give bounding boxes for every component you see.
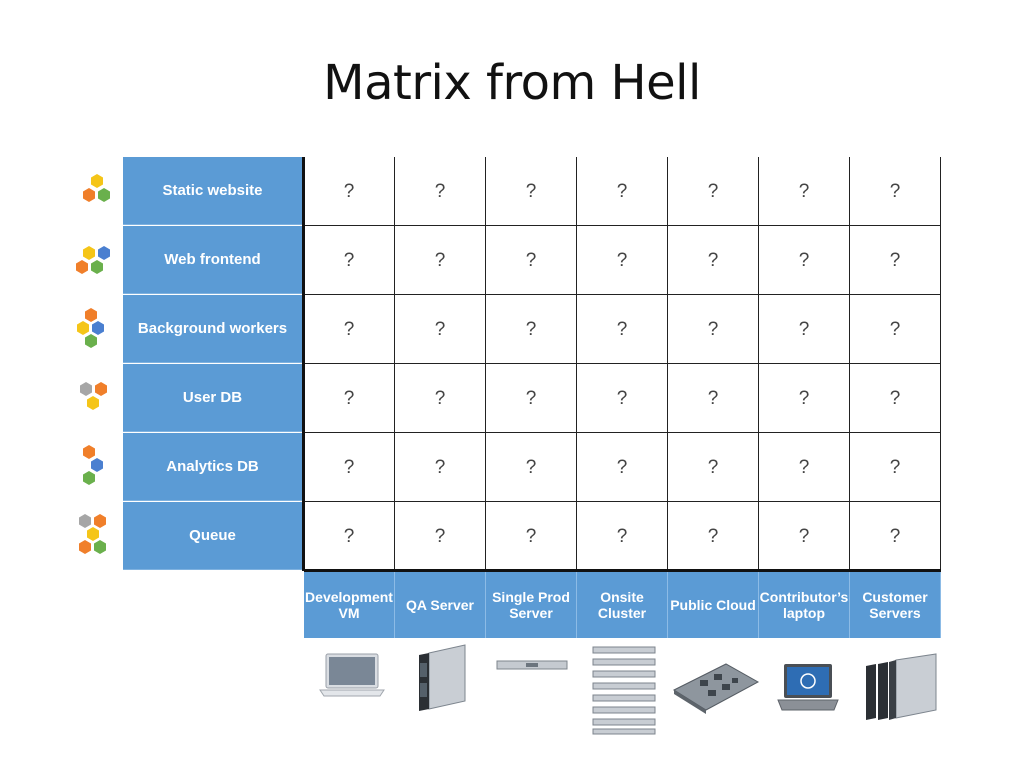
hexagon-cluster-icon [77, 308, 104, 348]
grid-vertical-axis-line [302, 157, 305, 571]
matrix-cell: ? [577, 364, 668, 433]
rack-server-icon [496, 660, 568, 670]
hexagon-cluster-icon [79, 514, 106, 554]
column-label: Public Cloud [668, 571, 759, 638]
matrix-cell: ? [577, 157, 668, 226]
matrix-cell: ? [304, 502, 395, 571]
row-label: Analytics DB [123, 433, 302, 501]
grid-horizontal-axis-line [304, 569, 941, 572]
matrix-cell: ? [486, 364, 577, 433]
matrix-cell: ? [577, 226, 668, 295]
matrix-cell: ? [395, 502, 486, 571]
server-cluster-icon [592, 646, 656, 735]
matrix-cell: ? [304, 295, 395, 364]
matrix-cell: ? [577, 295, 668, 364]
column-label-line: Single Prod [492, 588, 570, 605]
matrix-cell: ? [668, 295, 759, 364]
matrix-cell: ? [486, 226, 577, 295]
column-label-line: Contributor’s [759, 588, 849, 605]
matrix-cell: ? [395, 226, 486, 295]
hexagon-cluster-icon [76, 246, 110, 274]
column-label-line: Onsite [600, 588, 644, 605]
matrix-cell: ? [850, 364, 941, 433]
matrix-cell: ? [486, 502, 577, 571]
blade-server-icon [419, 644, 466, 711]
matrix-cell: ? [304, 364, 395, 433]
matrix-cell: ? [577, 502, 668, 571]
matrix-cell: ? [668, 157, 759, 226]
matrix-cell: ? [850, 157, 941, 226]
matrix-cell: ? [850, 295, 941, 364]
matrix-cell: ? [395, 295, 486, 364]
column-label-line: Public Cloud [670, 596, 756, 613]
column-label: QA Server [395, 571, 486, 638]
motherboard-icon [672, 663, 760, 714]
column-label-line: VM [338, 604, 360, 621]
matrix-cell: ? [759, 364, 850, 433]
hexagon-cluster-icon [83, 174, 110, 202]
row-label: Queue [123, 502, 302, 570]
matrix-cell: ? [759, 433, 850, 502]
hexagon-cluster-icon [80, 382, 107, 410]
column-label-line: laptop [783, 604, 825, 621]
column-label-line: Cluster [597, 604, 647, 621]
column-label-text: QA Server [406, 597, 474, 613]
matrix-cell: ? [577, 433, 668, 502]
matrix-cell: ? [759, 295, 850, 364]
blade-servers-icon [866, 653, 937, 720]
matrix-cell: ? [486, 433, 577, 502]
matrix-cell: ? [304, 226, 395, 295]
row-label: Static website [123, 157, 302, 225]
matrix-cell: ? [668, 364, 759, 433]
page-title: Matrix from Hell [323, 55, 701, 111]
column-label-line: Customer [862, 588, 928, 605]
row-label: Background workers [123, 295, 302, 363]
matrix-cell: ? [304, 433, 395, 502]
column-label-line: QA Server [406, 596, 474, 613]
column-label-line: Servers [869, 604, 921, 621]
matrix-cell: ? [395, 433, 486, 502]
dell-laptop-icon [777, 664, 839, 711]
hexagon-cluster-icon [83, 445, 103, 485]
matrix-cell: ? [395, 364, 486, 433]
laptop-icon [319, 653, 385, 697]
matrix-cell: ? [850, 226, 941, 295]
matrix-cell: ? [759, 502, 850, 571]
matrix-cell: ? [395, 157, 486, 226]
row-label: User DB [123, 364, 302, 432]
matrix-cell: ? [486, 157, 577, 226]
matrix-cell: ? [304, 157, 395, 226]
matrix-cell: ? [668, 226, 759, 295]
matrix-cell: ? [486, 295, 577, 364]
matrix-cell: ? [850, 502, 941, 571]
column-label-text: Public Cloud [670, 597, 756, 613]
matrix-cell: ? [668, 433, 759, 502]
matrix-cell: ? [850, 433, 941, 502]
matrix-cell: ? [759, 226, 850, 295]
row-label: Web frontend [123, 226, 302, 294]
matrix-cell: ? [759, 157, 850, 226]
column-label-line: Development [305, 588, 393, 605]
column-label-line: Server [509, 604, 553, 621]
matrix-cell: ? [668, 502, 759, 571]
